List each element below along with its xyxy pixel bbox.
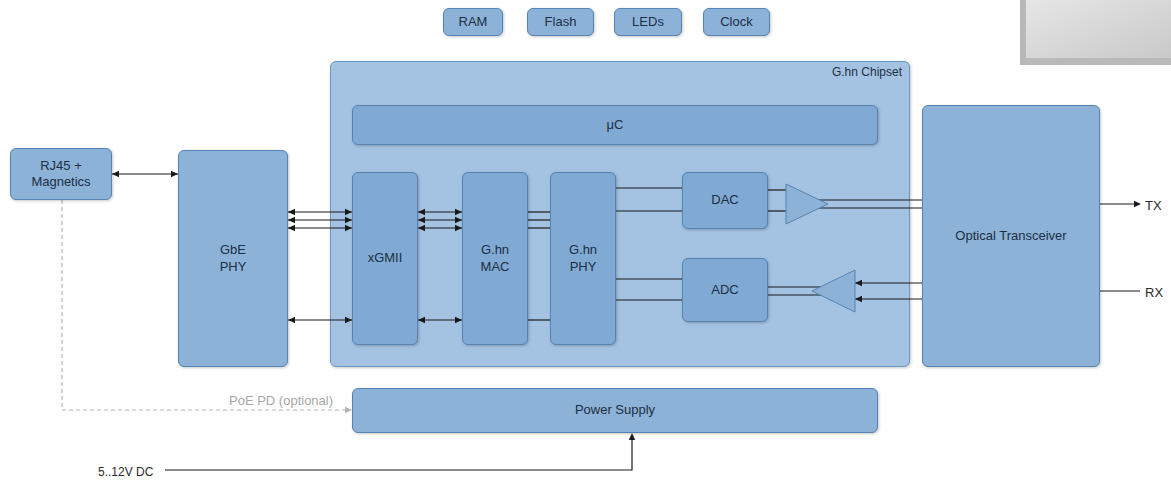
arrow-head (112, 171, 119, 177)
block-box: Clock (703, 8, 770, 36)
block-box: G.hn PHY (550, 172, 616, 345)
label-holder: TX (1145, 196, 1162, 214)
connector-line (815, 207, 922, 208)
connector-line (288, 319, 352, 320)
arrow-head (288, 209, 295, 215)
arrow-head (288, 225, 295, 231)
group-title: G.hn Chipset (832, 65, 902, 80)
signal-label: 5..12V DC (98, 465, 153, 479)
label-holder: RX (1145, 283, 1163, 301)
connector-line (528, 319, 550, 320)
connector-line (288, 227, 352, 228)
connector-line (288, 219, 352, 220)
block-box: Flash (527, 8, 594, 36)
block-box: RAM (443, 8, 503, 36)
signal-label: TX (1145, 198, 1162, 213)
signal-label: RX (1145, 285, 1163, 300)
connector-line (815, 199, 922, 200)
block-label: xGMII (368, 250, 403, 266)
block-box: Power Supply (352, 388, 878, 433)
block-label: RAM (459, 14, 488, 30)
block-label: Clock (720, 14, 753, 30)
block-label: ADC (711, 282, 738, 298)
block-box: GbE PHY (178, 150, 288, 367)
arrow-head (288, 317, 295, 323)
photo-fragment (1020, 0, 1171, 65)
arrow-head (345, 407, 352, 413)
connector-line (528, 219, 550, 220)
block-box: ADC (682, 258, 768, 322)
label-holder: 5..12V DC (98, 462, 153, 480)
arrow-head (288, 217, 295, 223)
block-label: LEDs (632, 14, 664, 30)
block-box: G.hn MAC (462, 172, 528, 345)
block-label: DAC (711, 192, 738, 208)
connector-line (616, 210, 682, 211)
block-label: RJ45 + Magnetics (25, 158, 97, 191)
block-box: RJ45 + Magnetics (10, 148, 112, 200)
connector-line (288, 211, 352, 212)
photo-fragment (1026, 0, 1171, 58)
connector-line (528, 211, 550, 212)
block-label: G.hn MAC (475, 242, 515, 275)
connector-line (528, 227, 550, 228)
connector-line (768, 189, 786, 190)
connector-line (616, 278, 682, 279)
connector-line (112, 173, 178, 174)
connector-line (768, 286, 825, 287)
block-label: μC (607, 117, 624, 133)
power-arrow (629, 433, 635, 440)
edge-label-holder: PoE PD (optional) (228, 391, 334, 409)
group-box: G.hn Chipset μC xGMII G.hn MAC G.hn PHY DAC AD… (330, 61, 910, 367)
block-box: μC (352, 105, 878, 145)
block-box: LEDs (614, 8, 682, 36)
block-box: xGMII (352, 172, 418, 345)
connector-line (616, 187, 682, 188)
block-label: Power Supply (575, 402, 655, 418)
block-box: Optical Transceiver (922, 105, 1100, 367)
connector-line (768, 210, 786, 211)
arrow-head (171, 171, 178, 177)
block-label: G.hn PHY (563, 242, 603, 275)
connector-line (768, 294, 825, 295)
connector-line (616, 299, 682, 300)
block-label: Flash (545, 14, 577, 30)
output-arrow (1134, 201, 1141, 207)
block-label: GbE PHY (213, 242, 253, 275)
connector-line (855, 282, 922, 283)
connector (112, 171, 178, 177)
power-wire (165, 438, 632, 470)
edge-label: PoE PD (optional) (228, 393, 334, 408)
connector-line (855, 298, 922, 299)
block-box: DAC (682, 172, 768, 229)
block-label: Optical Transceiver (955, 228, 1066, 244)
